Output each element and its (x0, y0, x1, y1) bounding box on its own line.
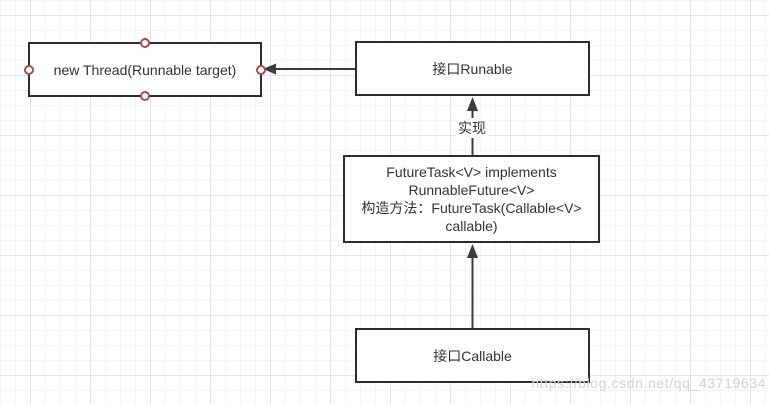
node-callable-interface[interactable]: 接口Callable (355, 328, 590, 383)
node-futuretask-line-2: RunnableFuture<V> (408, 182, 535, 198)
csdn-watermark: https://blog.csdn.net/qq_43719634 (531, 375, 766, 391)
edge-implements-label: 实现 (456, 118, 488, 138)
node-runnable-interface[interactable]: 接口Runable (355, 41, 590, 96)
selection-handle-right[interactable] (256, 64, 266, 75)
edge-callable-to-futuretask-arrowhead-icon (467, 244, 478, 258)
selection-handle-left[interactable] (24, 64, 34, 75)
edge-runnable-to-thread-arrowhead-icon (263, 63, 276, 75)
node-new-thread[interactable]: new Thread(Runnable target) (24, 38, 266, 101)
node-futuretask-line-4: callable) (445, 218, 498, 234)
node-callable-interface-label: 接口Callable (433, 347, 512, 364)
edge-callable-to-futuretask[interactable] (467, 244, 478, 328)
node-futuretask-line-3: 构造方法：FutureTask(Callable<V> (361, 200, 582, 216)
node-runnable-interface-label: 接口Runable (432, 60, 513, 77)
selection-handle-top[interactable] (140, 38, 150, 48)
selection-handle-bottom[interactable] (140, 91, 150, 101)
edge-runnable-to-thread[interactable] (263, 63, 355, 75)
node-new-thread-label: new Thread(Runnable target) (53, 61, 237, 78)
edge-futuretask-to-runnable-arrowhead-icon (467, 97, 478, 111)
node-futuretask[interactable]: FutureTask<V> implements RunnableFuture<… (343, 155, 600, 243)
node-futuretask-line-1: FutureTask<V> implements (386, 164, 557, 180)
